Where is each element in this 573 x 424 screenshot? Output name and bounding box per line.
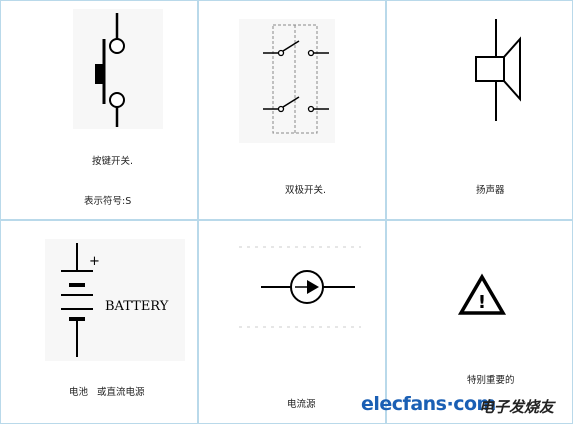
pushbutton-switch-icon [73,9,163,129]
cell-battery: + BATTERY 电池 或直流电源 [0,220,198,424]
symbol-code: 表示符号:S [84,196,132,207]
symbol-label: 电流源 [287,399,316,410]
cell-warning-triangle: ! 特别重要的 [386,220,573,424]
cell-pushbutton-switch: 按键开关. 表示符号:S [0,0,198,220]
battery-symbol-text: BATTERY [105,299,169,314]
symbol-label: 按键开关. [92,156,134,167]
cell-current-source: 电流源 [198,220,386,424]
speaker-icon [475,19,521,121]
symbol-label: 电池 或直流电源 [69,387,145,398]
current-source-icon [239,246,361,328]
symbol-label: 扬声器 [476,185,505,196]
warning-triangle-icon: ! [457,273,507,315]
battery-plus-sign: + [89,254,100,269]
cell-double-pole-switch: 双极开关. [198,0,386,220]
elecfans-watermark-logo: elecfans·com 电子发烧友 [361,393,555,416]
cell-speaker: 扬声器 [386,0,573,220]
warning-exclamation: ! [478,292,486,313]
symbol-label: 双极开关. [285,185,327,196]
battery-icon: + BATTERY [45,239,185,361]
double-pole-switch-icon [239,19,335,143]
symbol-label: 特别重要的 [467,375,515,386]
